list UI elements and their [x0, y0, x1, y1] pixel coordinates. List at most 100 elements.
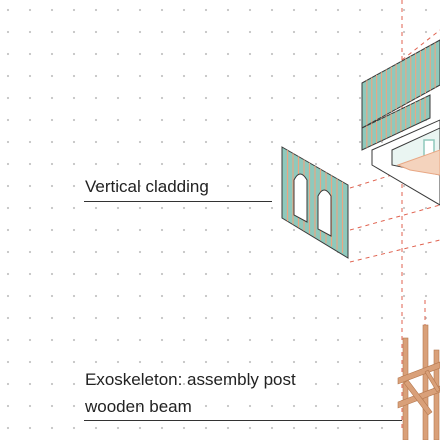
grid-dot [182, 8, 186, 12]
grid-dot [424, 206, 428, 210]
guide-diagonal [401, 29, 440, 61]
grid-dot [50, 272, 54, 276]
grid-dot [116, 8, 120, 12]
grid-dot [314, 52, 318, 56]
grid-dot [72, 338, 76, 342]
grid-dot [358, 360, 362, 364]
grid-dot [380, 294, 384, 298]
grid-dot [6, 382, 10, 386]
grid-dot [226, 272, 230, 276]
grid-dot [314, 162, 318, 166]
grid-dot [94, 74, 98, 78]
grid-dot [182, 30, 186, 34]
grid-dot [138, 316, 142, 320]
grid-dot [94, 8, 98, 12]
grid-dot [72, 382, 76, 386]
grid-dot [28, 316, 32, 320]
grid-dot [204, 118, 208, 122]
grid-dot [50, 228, 54, 232]
grid-dot [248, 426, 252, 430]
grid-dot [182, 294, 186, 298]
grid-dot [358, 404, 362, 408]
grid-dot [358, 162, 362, 166]
leader-line-vertical-cladding [84, 201, 272, 202]
grid-dot [182, 272, 186, 276]
timber-post-3 [433, 349, 440, 440]
grid-dot [182, 162, 186, 166]
grid-dot [50, 140, 54, 144]
grid-dot [138, 272, 142, 276]
grid-dot [6, 426, 10, 430]
grid-dot [248, 206, 252, 210]
grid-dot [226, 206, 230, 210]
grid-dot [182, 316, 186, 320]
grid-dot [204, 382, 208, 386]
grid-dot [248, 250, 252, 254]
grid-dot [204, 162, 208, 166]
grid-dot [358, 228, 362, 232]
grid-dot [314, 96, 318, 100]
grid-dot [270, 96, 274, 100]
grid-dot [138, 426, 142, 430]
grid-dot [182, 140, 186, 144]
house-floor-slab [396, 149, 440, 176]
grid-dot [270, 206, 274, 210]
grid-dot [380, 272, 384, 276]
grid-dot [336, 74, 340, 78]
grid-dot [138, 30, 142, 34]
grid-dot [204, 250, 208, 254]
grid-dot [314, 316, 318, 320]
exoskeleton-timber-frame [397, 324, 440, 440]
grid-dot [116, 382, 120, 386]
grid-dot [402, 250, 406, 254]
dot-grid-background [6, 8, 428, 430]
grid-dot [138, 404, 142, 408]
grid-dot [292, 338, 296, 342]
grid-dot [314, 74, 318, 78]
grid-dot [160, 228, 164, 232]
grid-dot [336, 404, 340, 408]
grid-dot [160, 162, 164, 166]
grid-dot [28, 404, 32, 408]
grid-dot [94, 316, 98, 320]
grid-dot [116, 118, 120, 122]
grid-dot [402, 272, 406, 276]
grid-dot [116, 294, 120, 298]
grid-dot [138, 52, 142, 56]
grid-dot [336, 294, 340, 298]
grid-dot [380, 52, 384, 56]
grid-dot [292, 294, 296, 298]
grid-dot [72, 162, 76, 166]
grid-dot [160, 206, 164, 210]
grid-dot [94, 404, 98, 408]
grid-dot [314, 404, 318, 408]
grid-dot [116, 316, 120, 320]
grid-dot [72, 74, 76, 78]
grid-dot [248, 8, 252, 12]
grid-dot [358, 382, 362, 386]
grid-dot [6, 228, 10, 232]
grid-dot [6, 338, 10, 342]
grid-dot [116, 360, 120, 364]
grid-dot [358, 74, 362, 78]
grid-dot [270, 250, 274, 254]
grid-dot [226, 184, 230, 188]
grid-dot [160, 316, 164, 320]
grid-dot [204, 316, 208, 320]
grid-dot [380, 426, 384, 430]
grid-dot [182, 338, 186, 342]
grid-dot [94, 162, 98, 166]
upper-panel-2-stripes [366, 97, 426, 148]
vertical-cladding-label: Vertical cladding [85, 177, 209, 196]
grid-dot [6, 272, 10, 276]
grid-dot [248, 184, 252, 188]
timber-brace-1 [403, 379, 433, 416]
grid-dot [314, 382, 318, 386]
grid-dot [270, 338, 274, 342]
grid-dot [138, 250, 142, 254]
grid-dot [336, 316, 340, 320]
grid-dot [270, 426, 274, 430]
grid-dot [28, 228, 32, 232]
grid-dot [116, 338, 120, 342]
grid-dot [160, 426, 164, 430]
